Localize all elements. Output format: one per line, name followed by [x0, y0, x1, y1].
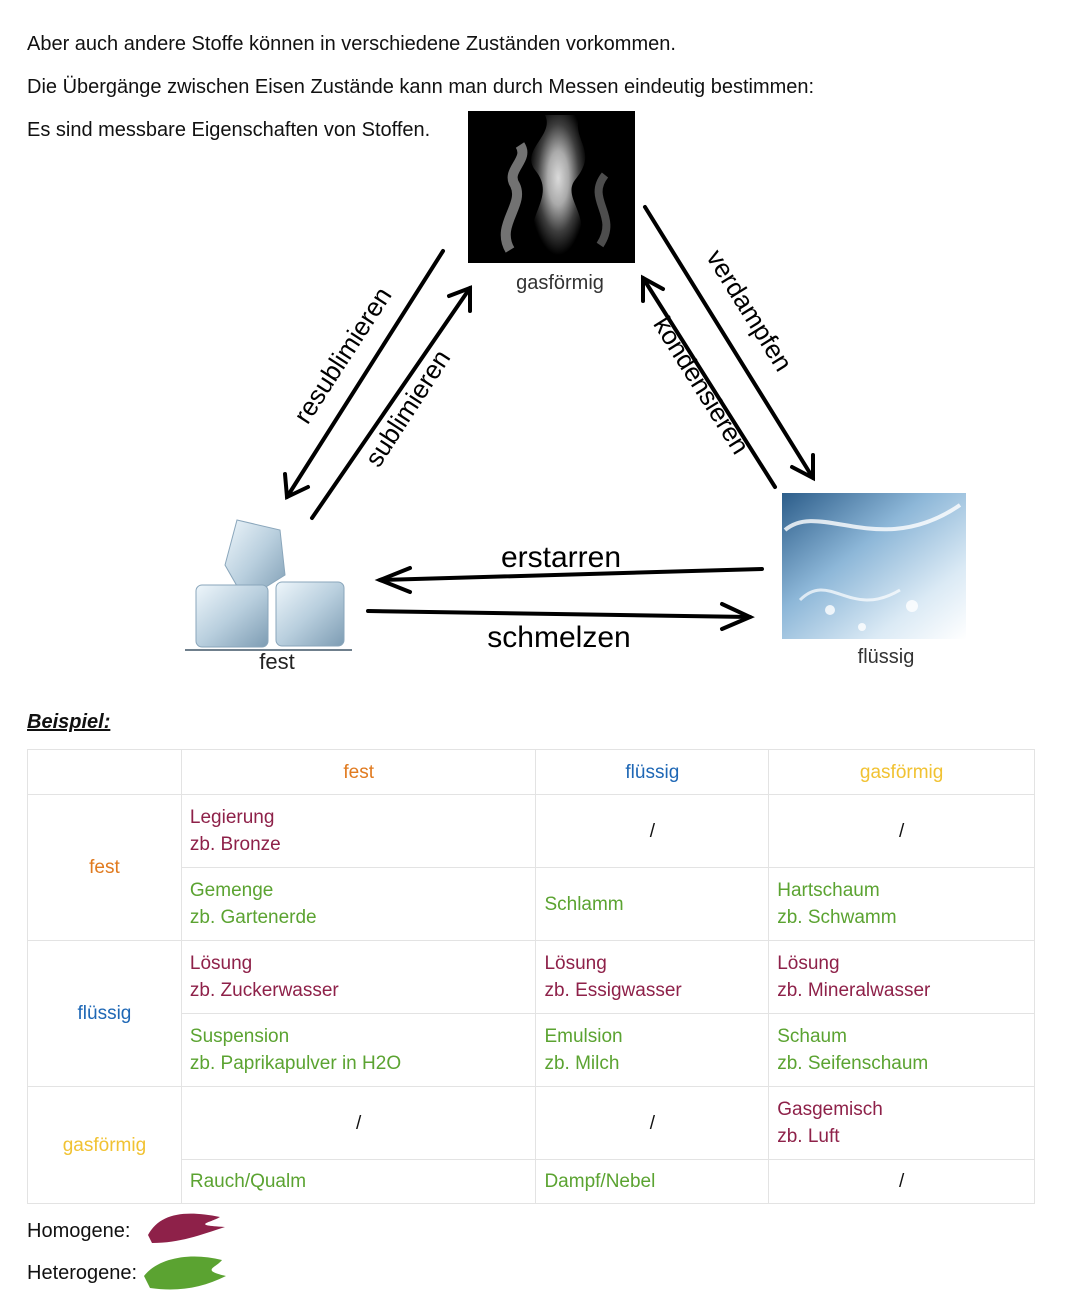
- legend-heterogen: Heterogene:: [27, 1262, 138, 1284]
- homogen-swatch: [148, 1213, 225, 1243]
- row-header-fest: fest: [27, 794, 182, 941]
- arrow-schmelzen: [366, 602, 755, 631]
- label-schmelzen: schmelzen: [487, 621, 630, 654]
- arrow-verdampfen: [643, 205, 815, 482]
- ice-cubes-image: [185, 519, 352, 651]
- state-label-liquid: flüssig: [858, 646, 915, 668]
- table-row: Rauch/Qualm Dampf/Nebel /: [28, 1159, 1035, 1204]
- col-header-gasfoermig: gasförmig: [768, 749, 1035, 795]
- arrow-resublimieren: [283, 249, 445, 501]
- smoke-image: [468, 111, 635, 263]
- state-transition-diagram: gasförmig fest flüssig resublimieren sub…: [185, 111, 966, 674]
- col-header-fest: fest: [180, 749, 537, 795]
- water-splash-image: [782, 493, 966, 639]
- label-verdampfen: verdampfen: [701, 244, 799, 376]
- cell-schlamm: Schlamm: [535, 867, 770, 941]
- cell-rauch: Rauch/Qualm: [180, 1159, 537, 1204]
- intro-line-2: Die Übergänge zwischen Eisen Zustände ka…: [27, 76, 815, 98]
- arrow-sublimieren: [310, 285, 472, 520]
- row-header-fluessig: flüssig: [27, 940, 182, 1087]
- col-header-fluessig: flüssig: [535, 749, 770, 795]
- cell-empty: /: [768, 794, 1035, 868]
- table-header-row: fest flüssig gasförmig: [27, 749, 1035, 795]
- cell-empty: /: [768, 1159, 1035, 1204]
- cell-empty: /: [535, 794, 770, 868]
- state-label-solid: fest: [259, 649, 294, 674]
- arrow-kondensieren: [641, 274, 777, 489]
- label-erstarren: erstarren: [501, 541, 621, 574]
- legend-homogen: Homogene:: [27, 1220, 131, 1242]
- table-corner-cell: [27, 749, 182, 795]
- example-heading: Beispiel:: [27, 711, 111, 733]
- label-kondensieren: kondensieren: [648, 311, 756, 459]
- state-label-gas: gasförmig: [516, 272, 604, 294]
- cell-empty: /: [535, 1086, 770, 1160]
- intro-line-1: Aber auch andere Stoffe können in versch…: [27, 33, 676, 55]
- row-header-gasfoermig: gasförmig: [27, 1086, 182, 1204]
- arrow-erstarren: [374, 566, 764, 594]
- cell-empty: /: [180, 1086, 537, 1160]
- heterogen-swatch: [144, 1256, 226, 1290]
- cell-dampf: Dampf/Nebel: [535, 1159, 770, 1204]
- intro-line-3: Es sind messbare Eigenschaften von Stoff…: [27, 119, 431, 141]
